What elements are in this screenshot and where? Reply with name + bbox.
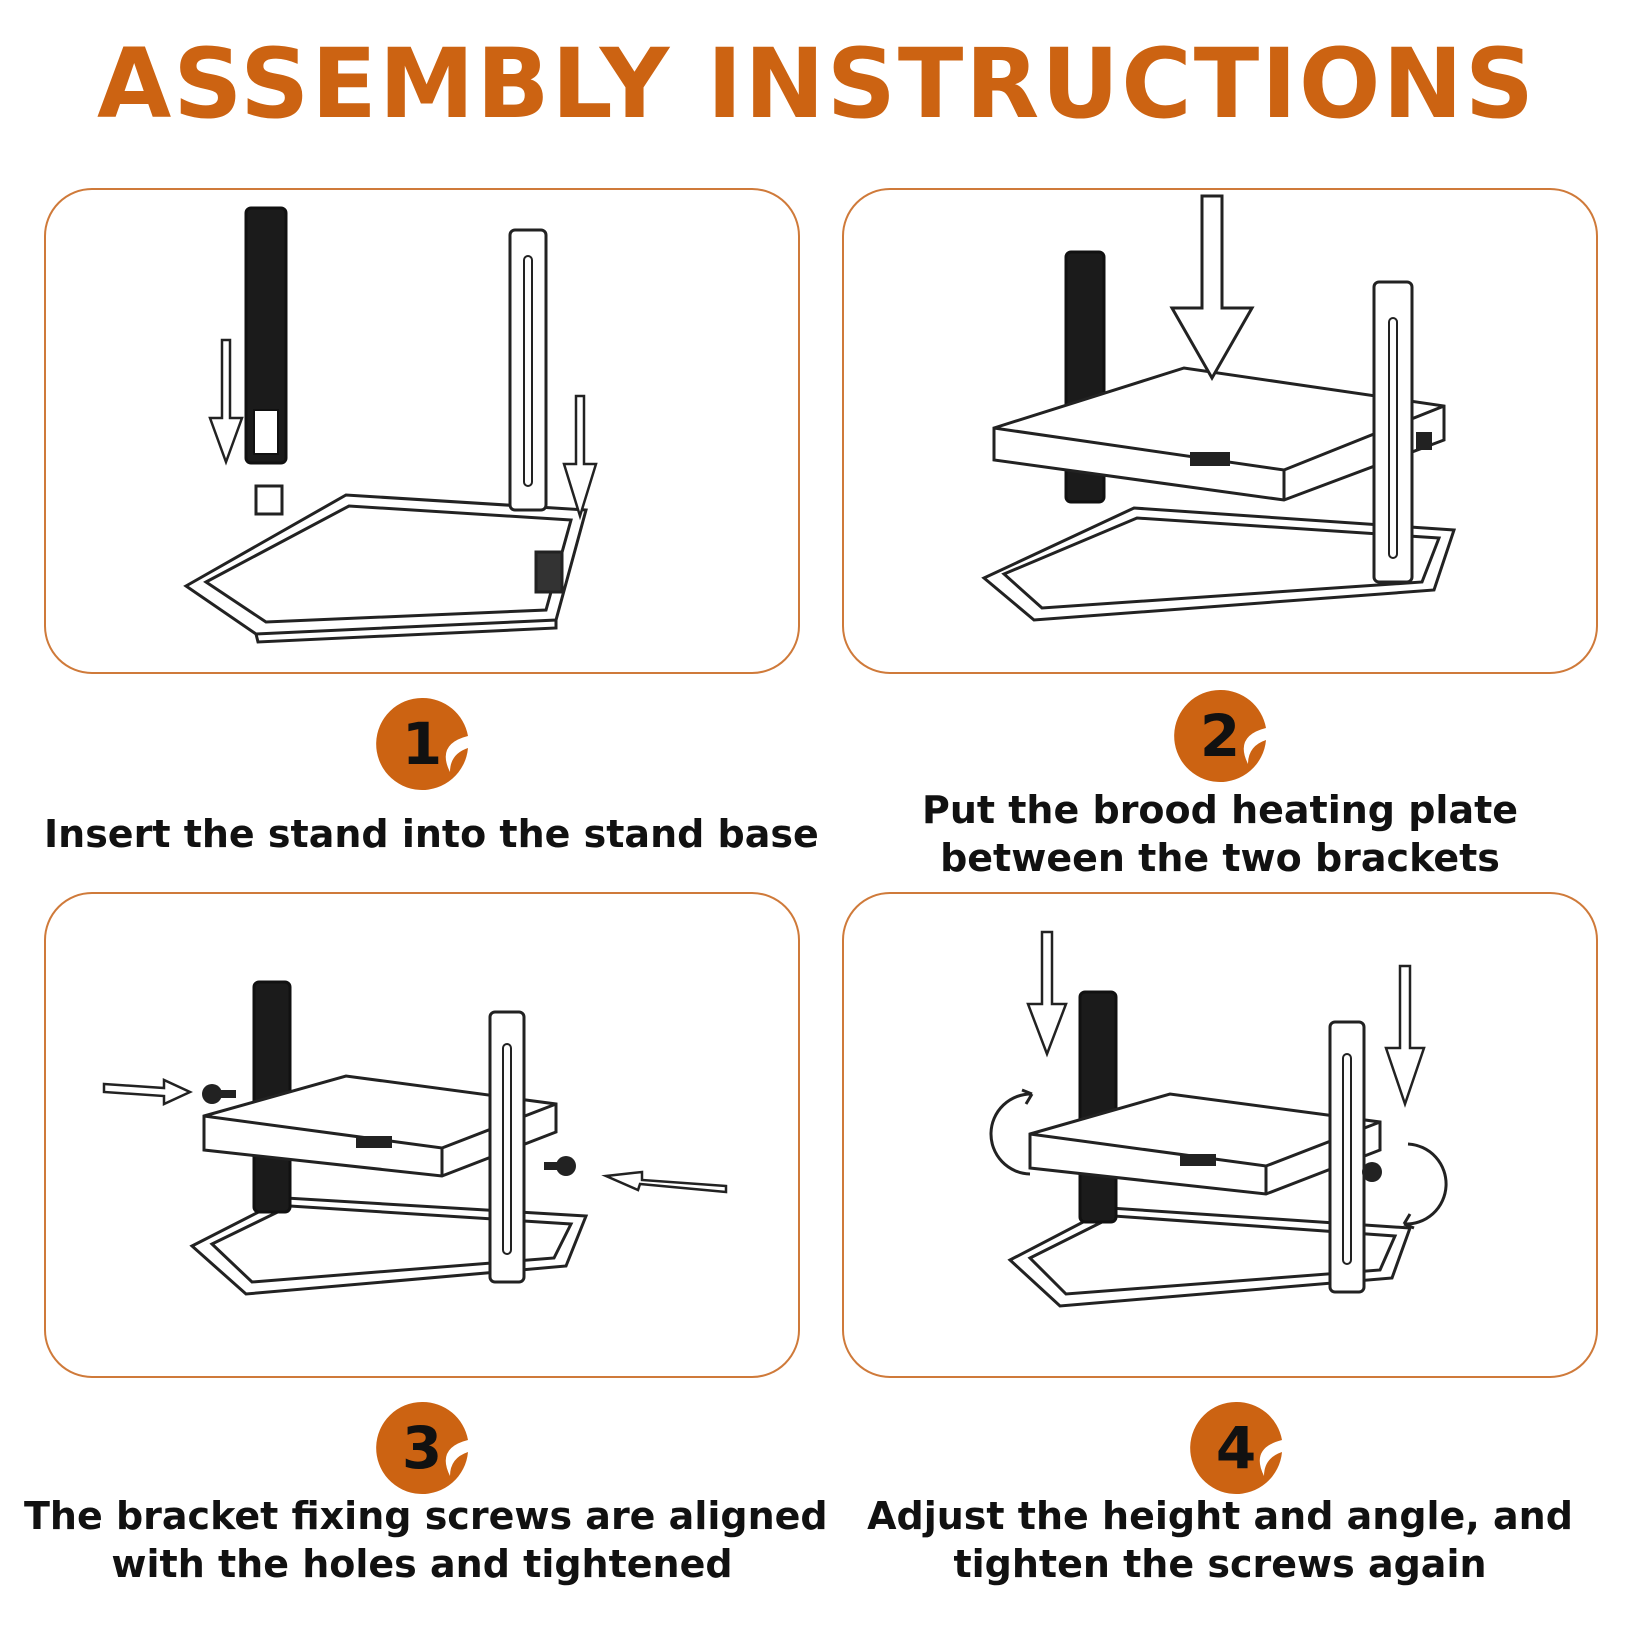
page-title: ASSEMBLY INSTRUCTIONS (96, 28, 1536, 140)
step-3-badge: 3 (374, 1400, 474, 1500)
step-3-caption-line: with the holes and tightened (111, 1542, 733, 1586)
step-1-caption-line: Insert the stand into the stand base (44, 812, 819, 856)
step-2-number: 2 (1199, 702, 1241, 770)
step-3-drawing (102, 980, 728, 1296)
step-3-caption-line: The bracket fixing screws are aligned (24, 1494, 828, 1538)
step-2-caption-line: Put the brood heating plate (921, 788, 1519, 832)
step-3-caption: The bracket fixing screws are aligned wi… (24, 1492, 828, 1588)
step-4-caption: Adjust the height and angle, and tighten… (842, 1492, 1598, 1588)
step-4-drawing (989, 930, 1448, 1308)
step-4-number: 4 (1215, 1414, 1257, 1482)
step-4-badge: 4 (1188, 1400, 1288, 1500)
step-2-caption: Put the brood heating plate between the … (842, 786, 1598, 882)
step-4-illustration (842, 892, 1598, 1378)
step-2-badge: 2 (1172, 688, 1272, 788)
badge-2-shape (1174, 689, 1266, 782)
step-1-illustration (44, 188, 800, 674)
step-4-caption-line: Adjust the height and angle, and (867, 1494, 1573, 1538)
step-3-number: 3 (401, 1414, 443, 1482)
step-4-caption-line: tighten the screws again (953, 1542, 1487, 1586)
badge-1-shape (376, 697, 468, 790)
badge-4-shape (1190, 1401, 1282, 1494)
step-1-number: 1 (401, 710, 443, 778)
step-1-caption: Insert the stand into the stand base (44, 810, 819, 858)
badge-3-shape (376, 1401, 468, 1494)
step-2-caption-line: between the two brackets (940, 836, 1500, 880)
step-1-badge: 1 (374, 696, 474, 796)
step-2-drawing (981, 194, 1457, 622)
step-1-drawing (183, 206, 598, 644)
step-3-illustration (44, 892, 800, 1378)
step-2-illustration (842, 188, 1598, 674)
